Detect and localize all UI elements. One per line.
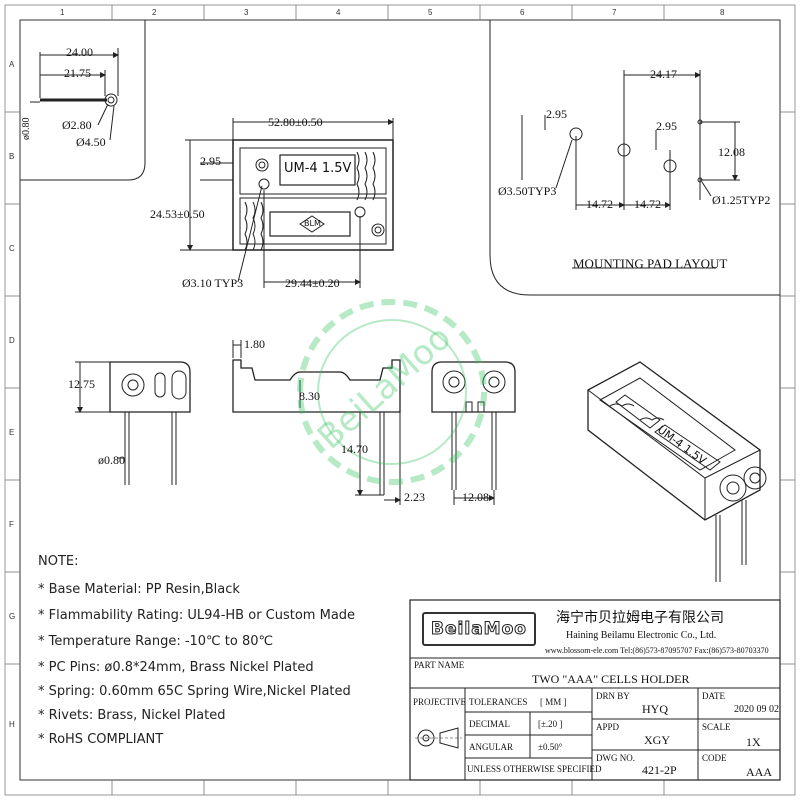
mp-spacing-1: 14.72	[586, 197, 613, 211]
mp-hole-large: Ø3.50TYP3	[498, 184, 557, 198]
note-item: * RoHS COMPLIANT	[38, 732, 164, 747]
dim-height: 24.53±0.50	[150, 207, 205, 221]
scale-value: 1X	[746, 735, 761, 749]
mp-offset-a: 2.95	[546, 107, 567, 121]
ruler-col-1: 1	[60, 8, 65, 17]
scale-label: SCALE	[702, 722, 731, 732]
note-item: * Spring: 0.60mm 65C Spring Wire,Nickel …	[38, 684, 351, 699]
code-value: AAA	[746, 765, 772, 779]
dim-pin-length: 24.00	[66, 45, 93, 59]
unless-specified: UNLESS OTHERWISE SPECIFIED	[467, 764, 602, 774]
projective-label: PROJECTIVE	[413, 697, 467, 707]
angular-value: ±0.50°	[538, 742, 563, 752]
dim-offset: 2.95	[200, 154, 221, 168]
company-contact: www.blossom-ele.com Tel:(86)573-87095707…	[545, 646, 769, 655]
company-name-cn: 海宁市贝拉姆电子有限公司	[556, 611, 724, 626]
dim-width: 52.80±0.50	[268, 115, 323, 129]
watermark-ring	[297, 299, 487, 485]
code-label: CODE	[702, 753, 727, 763]
sv-top: 1.80	[244, 337, 265, 351]
ruler-row-g: G	[9, 612, 16, 621]
ruler-row-e: E	[9, 428, 15, 437]
mp-spacing-2: 14.72	[634, 197, 661, 211]
note-item: * Flammability Rating: UL94-HB or Custom…	[38, 608, 356, 623]
part-name-label: PART NAME	[414, 660, 465, 670]
mp-height: 12.08	[718, 145, 745, 159]
drn-by-value: HYQ	[642, 702, 668, 716]
ruler-row-f: F	[9, 520, 14, 529]
tolerances-value: [ MM ]	[540, 697, 567, 707]
drn-by-label: DRN BY	[596, 691, 630, 701]
ruler-col-6: 6	[520, 8, 525, 17]
date-value: 2020 09 02	[734, 704, 779, 715]
mp-hole-small: Ø1.25TYP2	[712, 193, 771, 207]
part-name: TWO "AAA" CELLS HOLDER	[532, 672, 690, 686]
ruler-col-8: 8	[720, 8, 725, 17]
company-logo: BeilaMoo	[422, 612, 536, 646]
ruler-col-7: 7	[612, 8, 617, 17]
ruler-row-d: D	[9, 336, 15, 345]
ruler-col-3: 3	[244, 8, 249, 17]
dim-ring-outer: Ø4.50	[76, 135, 106, 149]
notes-heading: NOTE:	[38, 554, 79, 569]
dim-spacing: 29.44±0.20	[285, 276, 340, 290]
decimal-value: [±.20 ]	[538, 719, 563, 729]
note-item: * PC Pins: ø0.8*24mm, Brass Nickel Plate…	[38, 660, 314, 675]
ruler-row-h: H	[9, 720, 15, 729]
appd-value: XGY	[644, 733, 670, 747]
sv-height: 12.75	[68, 377, 95, 391]
decimal-label: DECIMAL	[469, 719, 510, 729]
dwg-no-label: DWG NO.	[596, 753, 635, 763]
dim-pin-inner: 21.75	[64, 66, 91, 80]
dim-holes: Ø3.10 TYP3	[182, 276, 244, 290]
note-item: * Rivets: Brass, Nickel Plated	[38, 708, 226, 723]
company-name-en: Haining Beilamu Electronic Co., Ltd.	[566, 630, 717, 641]
sv-pin-dia: ø0.80	[98, 453, 125, 467]
angular-label: ANGULAR	[469, 742, 513, 752]
sv-depth: 8.30	[299, 389, 320, 403]
note-item: * Base Material: PP Resin,Black	[38, 582, 240, 597]
date-label: DATE	[702, 691, 725, 701]
dim-pin-dia: ø0.80	[21, 117, 32, 141]
ruler-row-b: B	[9, 152, 15, 161]
ruler-col-5: 5	[428, 8, 433, 17]
dwg-no-value: 421-2P	[642, 763, 677, 777]
ruler-row-a: A	[9, 60, 15, 69]
label-um-4: UM-4 1.5V	[284, 161, 352, 176]
tolerances-label: TOLERANCES	[469, 697, 528, 707]
ruler-col-2: 2	[152, 8, 157, 17]
note-item: * Temperature Range: -10℃ to 80℃	[38, 634, 274, 649]
mp-offset-b: 2.95	[656, 119, 677, 133]
sv-pin-length: 14.70	[341, 442, 368, 456]
ruler-row-c: C	[9, 244, 15, 253]
sv-pin-offset: 2.23	[404, 490, 425, 504]
ruler-col-4: 4	[336, 8, 341, 17]
sv-pin-span: 12.08	[462, 490, 489, 504]
label-blm: BLM	[304, 219, 321, 228]
mp-width: 24.17	[650, 67, 677, 81]
appd-label: APPD	[596, 722, 620, 732]
dim-ring-inner: Ø2.80	[62, 118, 92, 132]
mounting-title: MOUNTING PAD LAYOUT	[573, 256, 728, 271]
